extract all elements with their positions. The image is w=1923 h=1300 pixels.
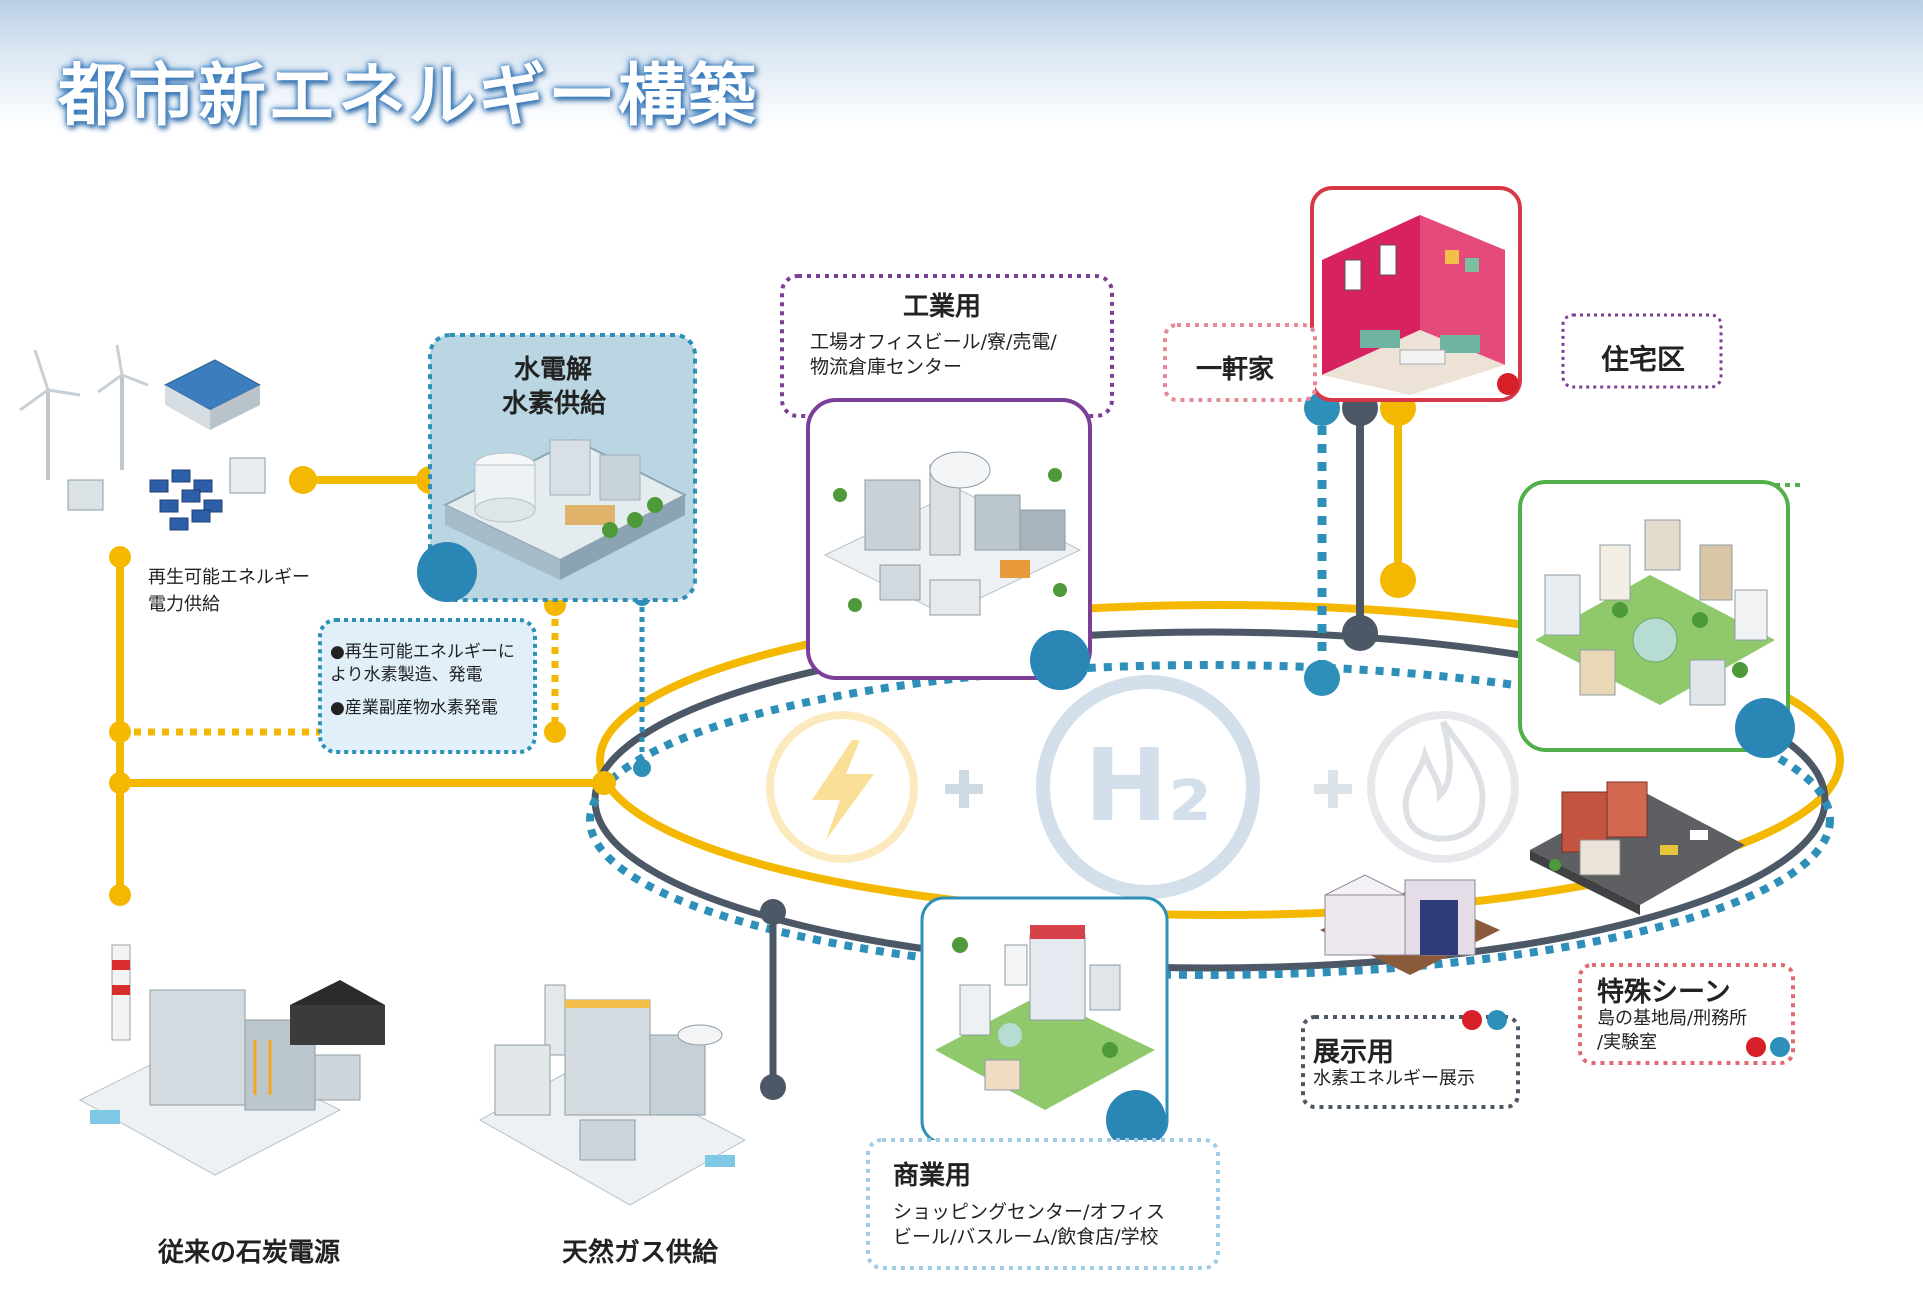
industrial-illustration bbox=[823, 451, 1082, 616]
special-scene-illustration bbox=[1530, 781, 1745, 915]
hydrogen-production-line3: ●産業副産物水素発電 bbox=[330, 698, 498, 718]
blue-dot bbox=[1487, 1010, 1507, 1030]
electrolysis-title-line1: 水電解 bbox=[514, 355, 593, 385]
yellow-dot bbox=[592, 771, 616, 795]
yellow-dot bbox=[109, 772, 131, 794]
red-dot bbox=[1497, 373, 1519, 395]
hydrogen-production-line1: ●再生可能エネルギーに bbox=[330, 642, 515, 662]
house-interior-illustration bbox=[1322, 215, 1505, 395]
plus-icon-1 bbox=[945, 770, 983, 808]
blue-dot bbox=[1770, 1037, 1790, 1057]
yellow-dot bbox=[109, 546, 131, 568]
exhibition-title: 展示用 bbox=[1313, 1037, 1394, 1068]
special-line2: /実験室 bbox=[1597, 1032, 1658, 1053]
industrial-line1: 工場オフィスビール/寮/売電/ bbox=[810, 331, 1057, 353]
blue-dotted-loop bbox=[586, 661, 1834, 979]
yellow-dot bbox=[1380, 562, 1416, 598]
special-title: 特殊シーン bbox=[1597, 977, 1731, 1008]
exhibition-line1: 水素エネルギー展示 bbox=[1313, 1068, 1475, 1089]
gas-title: 天然ガス供給 bbox=[562, 1238, 719, 1268]
hydrogen-production-line2: より水素製造、発電 bbox=[330, 665, 483, 685]
single-house-label-box bbox=[1163, 323, 1317, 402]
dark-dot bbox=[760, 1074, 786, 1100]
yellow-dot bbox=[289, 466, 317, 494]
single-house-title: 一軒家 bbox=[1196, 355, 1275, 385]
hydrogen-production-box bbox=[318, 618, 537, 754]
commercial-title: 商業用 bbox=[893, 1161, 972, 1191]
header-band bbox=[0, 0, 1923, 130]
commercial-line2: ビール/バスルーム/飲食店/学校 bbox=[893, 1226, 1159, 1248]
special-line1: 島の基地局/刑務所 bbox=[1597, 1008, 1748, 1029]
renewable-energy-illustration bbox=[19, 344, 266, 531]
lightning-icon bbox=[766, 711, 918, 863]
page-title: 都市新エネルギー構築 bbox=[58, 57, 759, 136]
industrial-title: 工業用 bbox=[903, 292, 982, 322]
residential-label-box bbox=[1561, 313, 1723, 389]
coal-plant-illustration bbox=[78, 944, 385, 1176]
flame-icon bbox=[1367, 711, 1519, 863]
residential-title: 住宅区 bbox=[1601, 343, 1686, 376]
coal-title: 従来の石炭電源 bbox=[158, 1238, 341, 1268]
blue-badge bbox=[417, 542, 477, 602]
red-dot bbox=[1746, 1037, 1766, 1057]
renewable-label-line1: 再生可能エネルギー bbox=[148, 567, 310, 588]
special-label-box bbox=[1578, 963, 1795, 1065]
industrial-line2: 物流倉庫センター bbox=[810, 356, 963, 378]
blue-dot bbox=[633, 759, 651, 777]
electrolysis-plant-illustration bbox=[442, 438, 688, 580]
yellow-dot bbox=[109, 721, 131, 743]
exhibition-building-illustration bbox=[1320, 874, 1500, 975]
plus-icon-2 bbox=[1314, 770, 1352, 808]
red-dot bbox=[1462, 1010, 1482, 1030]
h2-icon: H₂ bbox=[1036, 675, 1260, 899]
dark-dot bbox=[760, 899, 786, 925]
blue-badge bbox=[1106, 1090, 1166, 1150]
yellow-dot bbox=[109, 884, 131, 906]
gas-plant-illustration bbox=[478, 984, 747, 1206]
yellow-dot bbox=[544, 721, 566, 743]
exhibition-label-box bbox=[1301, 1015, 1520, 1109]
commercial-illustration bbox=[935, 925, 1155, 1110]
residential-illustration bbox=[1535, 519, 1775, 706]
dark-dot bbox=[1342, 615, 1378, 651]
yellow-loop bbox=[596, 601, 1844, 919]
commercial-label-box bbox=[866, 1138, 1220, 1270]
renewable-label-line2: 電力供給 bbox=[148, 594, 220, 615]
commercial-line1: ショッピングセンター/オフィス bbox=[893, 1201, 1166, 1223]
svg-text:H₂: H₂ bbox=[1084, 727, 1212, 844]
blue-badge bbox=[1735, 698, 1795, 758]
blue-badge bbox=[1030, 630, 1090, 690]
electrolysis-title-line2: 水素供給 bbox=[502, 389, 607, 419]
blue-dot bbox=[1304, 660, 1340, 696]
